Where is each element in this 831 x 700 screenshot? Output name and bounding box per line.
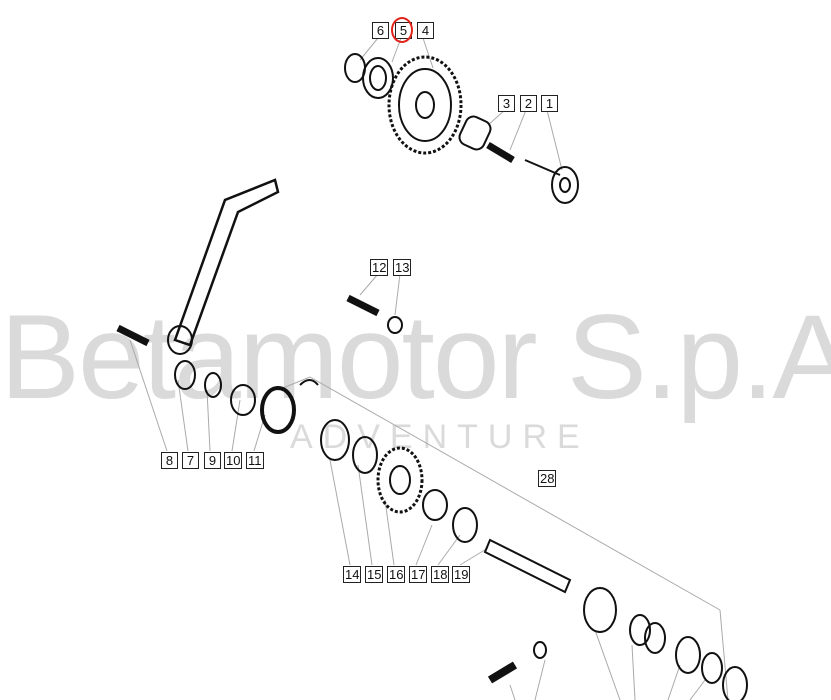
part-callout-13[interactable]: 13 [391, 256, 414, 279]
part-callout-8[interactable]: 8 [158, 449, 181, 472]
part-callout-1[interactable]: 1 [538, 92, 561, 115]
part-callout-16[interactable]: 16 [385, 563, 408, 586]
part-callout-14[interactable]: 14 [341, 563, 364, 586]
part-callout-12[interactable]: 12 [368, 256, 391, 279]
part-callout-7[interactable]: 7 [179, 449, 202, 472]
part-callout-19[interactable]: 19 [450, 563, 473, 586]
part-callout-15[interactable]: 15 [363, 563, 386, 586]
part-callout-9[interactable]: 9 [201, 449, 224, 472]
part-callout-28[interactable]: 28 [536, 467, 559, 490]
part-callout-5[interactable]: 5 [392, 19, 415, 42]
part-callout-2[interactable]: 2 [517, 92, 540, 115]
watermark-subtext: ADVENTURE [290, 418, 590, 456]
part-callout-18[interactable]: 18 [429, 563, 452, 586]
watermark-text: Betamotor S.p.A [0, 290, 831, 424]
part-callout-11[interactable]: 11 [243, 449, 266, 472]
part-callout-10[interactable]: 10 [222, 449, 245, 472]
part-callout-4[interactable]: 4 [414, 19, 437, 42]
part-callout-3[interactable]: 3 [495, 92, 518, 115]
part-callout-17[interactable]: 17 [407, 563, 430, 586]
part-callout-6[interactable]: 6 [369, 19, 392, 42]
